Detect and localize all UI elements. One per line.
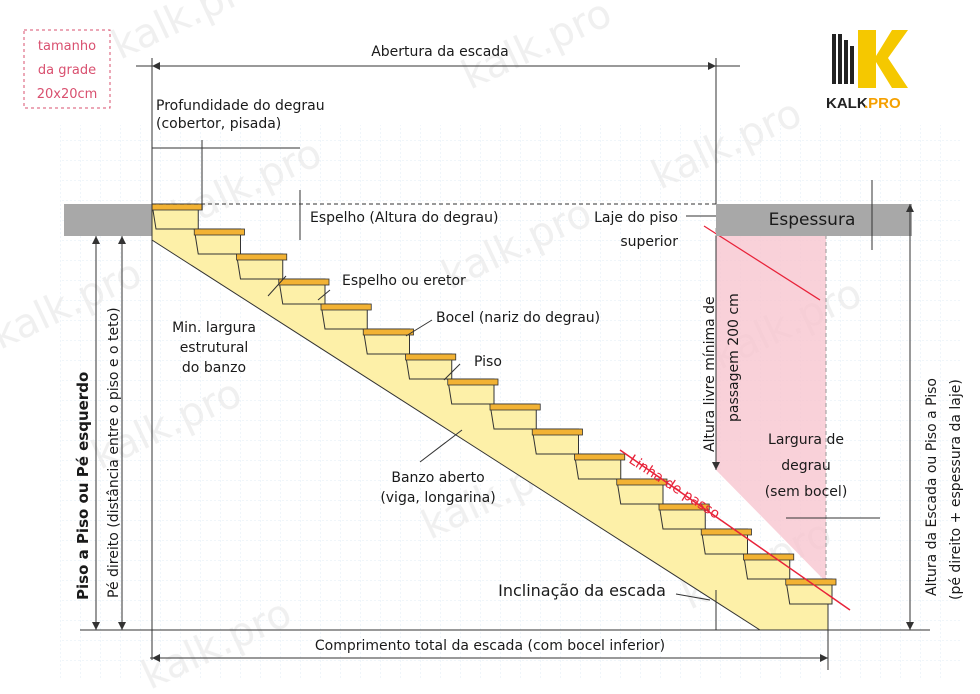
tread-board: [193, 228, 245, 236]
logo-brand-b: .PRO: [864, 95, 901, 112]
min-width-label-3: do banzo: [182, 360, 246, 376]
min-width-label-2: estrutural: [180, 340, 249, 356]
upper-floor-slab-left: [64, 204, 152, 236]
upper-slab-label-1: Laje do piso: [594, 210, 678, 226]
riser-label: Espelho ou eretor: [342, 273, 466, 289]
nosing-label: Bocel (nariz do degrau): [436, 310, 600, 326]
walk-line: [619, 449, 851, 611]
min-width-label-1: Min. largura: [172, 320, 256, 336]
tread-depth-label-2: (cobertor, pisada): [156, 116, 281, 132]
headroom-top-line: [703, 225, 821, 301]
headroom-label-2: passagem 200 cm: [726, 293, 742, 422]
tread-label: Piso: [474, 354, 502, 370]
tread-board: [743, 553, 795, 561]
upper-slab-label-2: superior: [620, 234, 678, 250]
tread-board: [405, 353, 457, 361]
stair-height-label-1: Altura da Escada ou Piso a Piso: [924, 378, 940, 596]
tread-board: [531, 428, 583, 436]
grid-note-line1: tamanho: [38, 39, 96, 54]
tread-board: [320, 303, 372, 311]
tread-width-label-3: (sem bocel): [765, 484, 848, 500]
thickness-label: Espessura: [769, 210, 856, 230]
total-length-label: Comprimento total da escada (com bocel i…: [315, 638, 665, 654]
riser-height-label: Espelho (Altura do degrau): [310, 210, 498, 226]
tread-board: [489, 403, 541, 411]
tread-width-label-2: degrau: [781, 458, 831, 474]
stringer-label-2: (viga, longarina): [380, 490, 495, 506]
tread-board: [700, 528, 752, 536]
tread-board: [658, 503, 710, 511]
leader-lines: [267, 215, 716, 601]
tread-board: [278, 278, 330, 286]
grid-note-box: [23, 29, 111, 109]
tread-board: [151, 203, 203, 211]
slope-label: Inclinação da escada: [498, 581, 666, 600]
floor-to-floor-label: Piso a Piso ou Pé esquerdo: [74, 372, 92, 600]
stair-height-label-2: (pé direito + espessura da laje): [948, 379, 964, 600]
logo-brand-a: KALK: [826, 95, 868, 112]
logo: KALK .PRO: [826, 30, 908, 112]
tread-board: [447, 378, 499, 386]
grid-note-line3: 20x20cm: [37, 87, 98, 102]
opening-label: Abertura da escada: [371, 44, 509, 60]
stringer-label-1: Banzo aberto: [391, 470, 484, 486]
tread-width-label-1: Largura de: [768, 432, 844, 448]
ceiling-height-label: Pé direito (distância entre o piso e o t…: [106, 307, 122, 598]
steps: [151, 203, 837, 605]
grid-note-line2: da grade: [38, 63, 96, 78]
tread-board: [574, 453, 626, 461]
upper-floor-slab-right: [716, 204, 912, 236]
tread-board: [362, 328, 414, 336]
headroom-label-1: Altura livre mínima de: [702, 296, 718, 452]
dimension-lines: [95, 58, 911, 670]
tread-board: [236, 253, 288, 261]
dimension-arrows: [92, 62, 914, 662]
headroom-zone: [716, 228, 826, 582]
tread-depth-label-1: Profundidade do degrau: [156, 98, 325, 114]
watermark: kalk.pro: [105, 0, 269, 69]
